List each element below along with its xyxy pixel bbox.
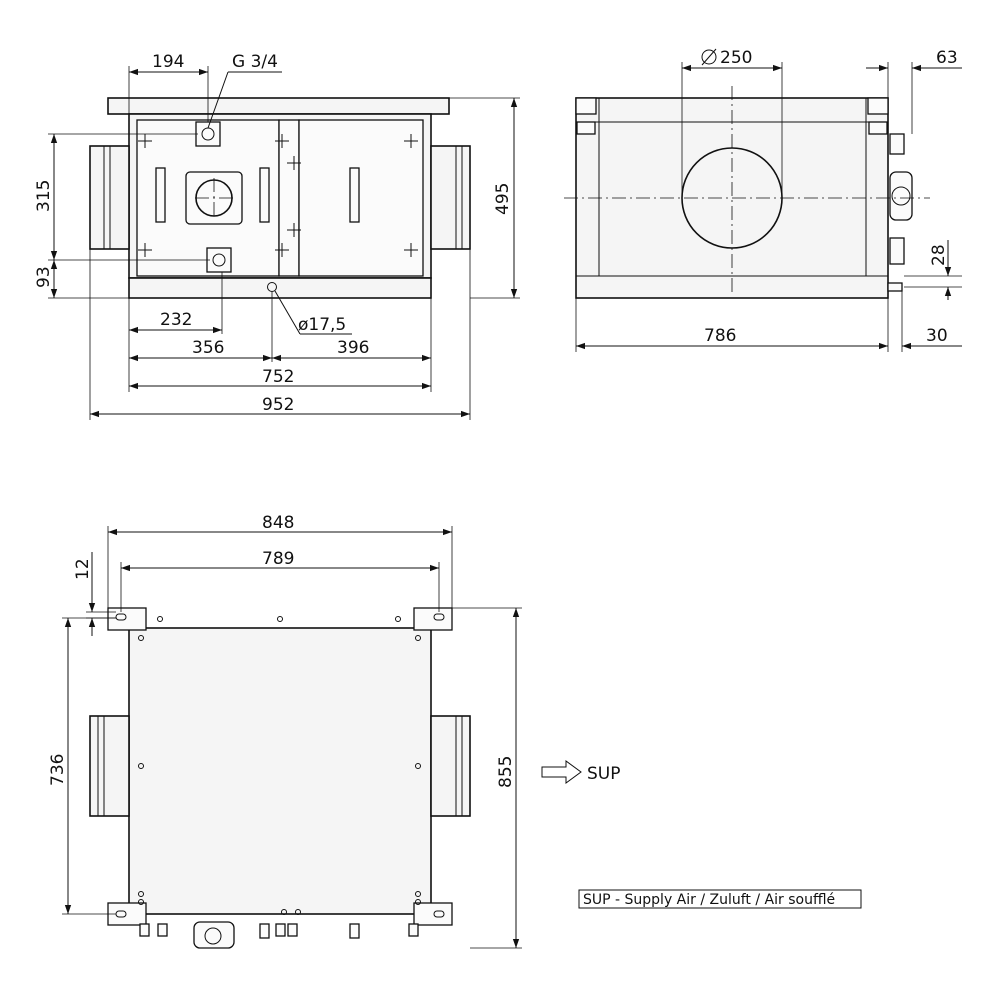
connector-bottom bbox=[206, 247, 232, 273]
dim-356: 356 bbox=[192, 338, 224, 358]
bracket-icon bbox=[868, 121, 888, 135]
bracket-icon bbox=[575, 97, 597, 115]
dim-789: 789 bbox=[262, 549, 294, 569]
fitting-icon bbox=[157, 923, 168, 937]
flow-label: SUP bbox=[587, 764, 621, 784]
dim-194: 194 bbox=[152, 52, 184, 72]
dim-736: 736 bbox=[48, 754, 68, 786]
front-view bbox=[89, 97, 471, 299]
dim-232: 232 bbox=[160, 310, 192, 330]
dim-12: 12 bbox=[73, 558, 93, 580]
drain-label: ø17,5 bbox=[298, 315, 346, 335]
top-dimensions: 848 789 12 736 855 bbox=[48, 513, 522, 949]
fitting-icon bbox=[275, 923, 286, 937]
handle-icon bbox=[155, 167, 166, 223]
fitting-icon bbox=[139, 923, 150, 937]
connector-top bbox=[195, 121, 221, 147]
dim-315: 315 bbox=[34, 180, 54, 212]
side-fitting bbox=[889, 237, 905, 265]
top-duct-left bbox=[89, 715, 130, 817]
dim-93: 93 bbox=[34, 266, 54, 288]
top-duct-right bbox=[430, 715, 471, 817]
thread-label: G 3/4 bbox=[232, 52, 278, 72]
dim-952: 952 bbox=[262, 395, 294, 415]
front-panel-right bbox=[298, 119, 424, 277]
top-motor-connector bbox=[193, 921, 235, 949]
latch-icon bbox=[138, 134, 418, 257]
dim-28: 28 bbox=[929, 244, 949, 266]
side-view bbox=[564, 86, 930, 299]
flow-arrow-icon bbox=[541, 760, 582, 784]
front-top-rail bbox=[107, 97, 450, 115]
bracket-icon bbox=[867, 97, 889, 115]
top-view bbox=[89, 607, 471, 949]
handle-icon bbox=[349, 167, 360, 223]
fitting-icon bbox=[259, 923, 270, 939]
legend-box bbox=[578, 889, 862, 909]
mount-bracket-icon bbox=[413, 902, 453, 926]
dim-495: 495 bbox=[493, 183, 513, 215]
top-body bbox=[128, 627, 432, 915]
mount-bracket-icon bbox=[413, 607, 453, 631]
handle-icon bbox=[259, 167, 270, 223]
mount-bracket-icon bbox=[107, 607, 147, 631]
side-drain-pipe bbox=[887, 282, 903, 292]
dim-diameter: 250 bbox=[720, 48, 752, 68]
dim-30: 30 bbox=[926, 326, 948, 346]
dim-752: 752 bbox=[262, 367, 294, 387]
side-motor-connector bbox=[889, 171, 913, 221]
side-fitting bbox=[889, 133, 905, 155]
fitting-icon bbox=[349, 923, 360, 939]
dim-855: 855 bbox=[496, 756, 516, 788]
bracket-icon bbox=[576, 121, 596, 135]
fitting-icon bbox=[408, 923, 419, 937]
dim-786: 786 bbox=[704, 326, 736, 346]
side-dimensions: 250 63 28 786 30 bbox=[575, 48, 962, 352]
dim-396: 396 bbox=[337, 338, 369, 358]
screw-icon bbox=[138, 616, 421, 915]
legend: SUP - Supply Air / Zuluft / Air soufflé bbox=[578, 889, 862, 909]
dim-848: 848 bbox=[262, 513, 294, 533]
fitting-icon bbox=[287, 923, 298, 937]
front-base bbox=[128, 277, 432, 299]
supply-flow-indicator: SUP bbox=[541, 760, 621, 784]
front-dimensions: 194 G 3/4 315 93 495 232 ø17,5 3 bbox=[34, 52, 520, 420]
front-duct-right bbox=[430, 145, 471, 250]
legend-text: SUP - Supply Air / Zuluft / Air soufflé bbox=[583, 892, 835, 908]
drain-hole bbox=[267, 282, 277, 292]
dim-63: 63 bbox=[936, 48, 958, 68]
diameter-icon bbox=[701, 49, 717, 65]
